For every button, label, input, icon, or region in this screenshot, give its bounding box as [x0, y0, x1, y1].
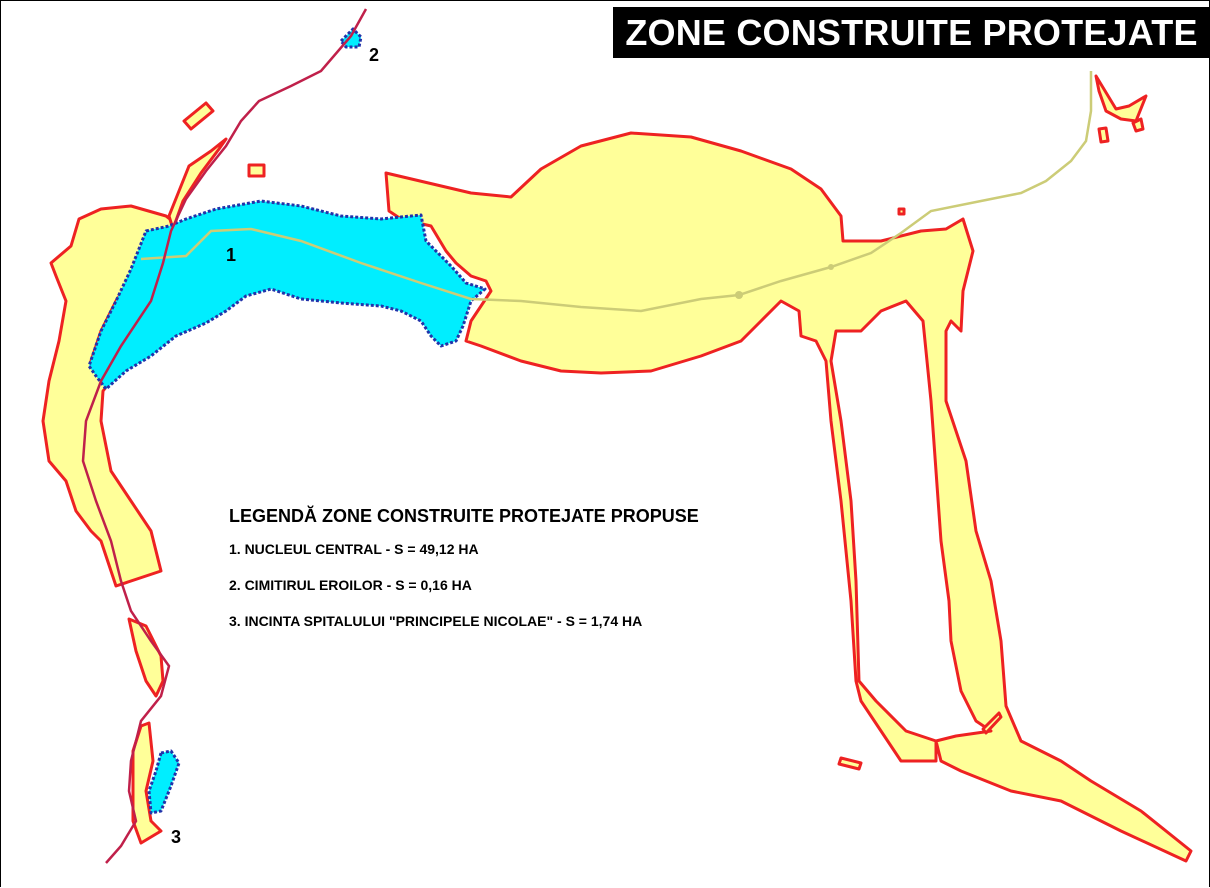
road-node-2 — [828, 264, 834, 270]
built-area-south-1 — [127, 617, 165, 698]
protected-zones — [87, 27, 487, 815]
built-area-ne-3 — [1131, 117, 1145, 133]
legend-item-2: 2. CIMITIRUL EROILOR - S = 0,16 HA — [229, 577, 472, 593]
built-area-se-mark-2 — [981, 711, 1003, 735]
built-area-small-2 — [247, 163, 266, 178]
zone-label-3: 3 — [171, 827, 182, 847]
legend-item-3: 3. INCINTA SPITALULUI "PRINCIPELE NICOLA… — [229, 613, 643, 629]
built-area-small-1 — [182, 101, 215, 131]
road-node-1 — [735, 291, 743, 299]
legend-title: LEGENDĂ ZONE CONSTRUITE PROTEJATE PROPUS… — [229, 506, 699, 526]
built-up-areas — [41, 74, 1193, 863]
legend: LEGENDĂ ZONE CONSTRUITE PROTEJATE PROPUS… — [229, 506, 699, 649]
built-area-nw-strip — [167, 137, 228, 231]
built-area-central-east — [384, 131, 1193, 863]
zone-label-1: 1 — [226, 245, 237, 265]
built-area-dot — [897, 207, 906, 216]
railway-line — [81, 8, 368, 864]
built-area-se-mark — [837, 756, 863, 771]
map-title-banner: ZONE CONSTRUITE PROTEJATE — [613, 7, 1210, 58]
legend-item-1: 1. NUCLEUL CENTRAL - S = 49,12 HA — [229, 541, 479, 557]
protected-zone-1-nucleul-central[interactable] — [87, 199, 487, 391]
built-area-south-2 — [131, 721, 163, 845]
zone-label-2: 2 — [369, 45, 380, 65]
built-area-ne-1 — [1094, 74, 1148, 123]
built-area-ne-2 — [1097, 126, 1110, 144]
protected-zone-3-incinta-spitalului[interactable] — [147, 749, 181, 815]
